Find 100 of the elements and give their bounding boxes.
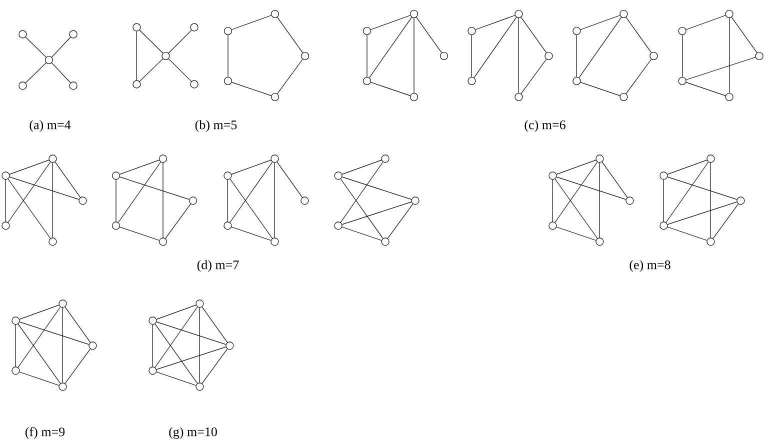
vertex (725, 10, 734, 18)
vertex (270, 10, 280, 18)
vertex (78, 196, 87, 205)
vertex (270, 92, 280, 102)
vertex (162, 52, 170, 60)
edge (552, 179, 553, 222)
vertex (12, 316, 20, 325)
edge (8, 162, 51, 223)
edge (230, 162, 273, 223)
vertex (650, 52, 658, 60)
vertex (411, 196, 420, 205)
edge (626, 16, 652, 53)
subfigure-caption: (f) m=9 (25, 427, 65, 439)
edge (342, 226, 382, 241)
edge (5, 179, 6, 222)
edge (729, 18, 730, 94)
vertex (300, 196, 309, 205)
vertex (381, 238, 390, 246)
edge (156, 372, 196, 386)
vertex (440, 52, 448, 60)
edge (667, 226, 708, 241)
edge (369, 17, 412, 78)
edge (686, 82, 726, 96)
edge (342, 160, 382, 175)
edge (19, 372, 60, 386)
vertex (468, 76, 476, 86)
edge (556, 226, 596, 241)
edge (8, 178, 51, 239)
vertex (112, 172, 120, 180)
vertex (660, 222, 668, 230)
vertex (69, 30, 78, 38)
edge (156, 322, 226, 345)
edge (663, 179, 664, 222)
edge (340, 162, 384, 223)
vertex (620, 10, 628, 18)
vertex (660, 172, 668, 180)
edge (576, 34, 577, 78)
edge (580, 15, 620, 30)
vertex (12, 366, 20, 375)
vertex (58, 382, 67, 391)
vertex (548, 222, 557, 230)
edge (340, 178, 384, 239)
edge (342, 176, 412, 200)
vertex (148, 366, 157, 375)
edge (556, 176, 626, 200)
vertex (2, 222, 10, 230)
edge (602, 162, 628, 198)
edge (682, 34, 683, 78)
vertex (300, 52, 310, 60)
vertex (736, 196, 745, 205)
vertex (362, 26, 372, 36)
edge (62, 307, 63, 383)
vertex (706, 238, 715, 246)
edge (165, 204, 191, 239)
edge (231, 160, 272, 175)
vertex (224, 76, 232, 86)
edge (120, 176, 190, 200)
edge (156, 346, 226, 370)
edge (710, 162, 711, 238)
vertex (678, 76, 686, 86)
vertex (381, 154, 390, 163)
vertex (706, 154, 715, 163)
vertex (572, 76, 581, 86)
vertex (132, 80, 141, 88)
edge (168, 58, 192, 82)
edge (54, 162, 81, 198)
edge (232, 15, 272, 30)
vertex (196, 382, 204, 391)
edge (139, 30, 164, 54)
edge (667, 160, 708, 175)
edge (554, 178, 598, 239)
edge (154, 306, 198, 368)
edge (230, 178, 273, 239)
edge (667, 202, 738, 225)
edge (686, 15, 726, 30)
vertex (678, 26, 686, 36)
edge (19, 304, 60, 320)
edge (580, 82, 620, 96)
edge (342, 202, 412, 225)
edge (471, 34, 472, 78)
edge (474, 17, 517, 78)
edge (556, 160, 596, 175)
edge (554, 162, 598, 223)
edge (199, 307, 200, 383)
edge (152, 324, 154, 367)
vertex (48, 154, 57, 163)
vertex (544, 52, 553, 60)
edge (232, 82, 272, 96)
edge (666, 162, 709, 223)
edge (9, 160, 50, 175)
edge (136, 31, 138, 81)
subfigure-caption: (e) m=8 (630, 260, 670, 272)
edge (120, 226, 160, 241)
vertex (132, 23, 141, 32)
vertex (2, 172, 10, 180)
vertex (514, 10, 523, 18)
vertex (158, 154, 168, 163)
edge (52, 36, 71, 58)
subfigure-caption: (a) m=4 (30, 120, 71, 132)
edge (277, 58, 303, 94)
